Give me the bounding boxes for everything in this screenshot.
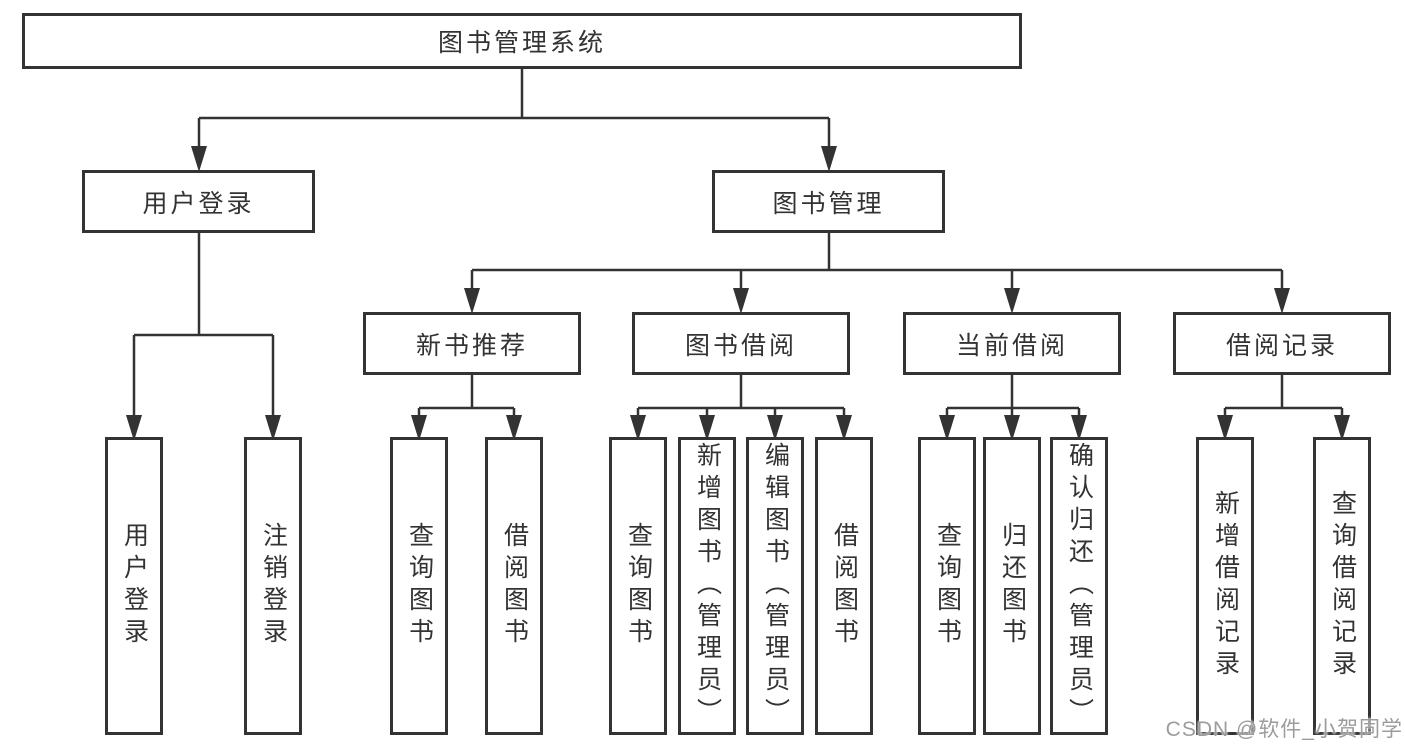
leaf-label: 新增图书（管理员） [693,442,722,730]
node-library-management-system: 图书管理系统 [22,13,1022,69]
leaf-user-login: 用户登录 [105,437,163,735]
leaf-query-borrow-record: 查询借阅记录 [1313,437,1371,735]
leaf-label: 查询借阅记录 [1328,490,1357,682]
leaf-edit-books-admin: 编辑图书（管理员） [746,437,804,735]
node-book-management: 图书管理 [712,170,945,233]
node-label: 图书管理系统 [437,29,606,57]
leaf-label: 借阅图书 [500,522,529,650]
node-label: 新书推荐 [415,331,528,360]
leaf-return-books: 归还图书 [983,437,1041,735]
leaf-logout: 注销登录 [244,437,302,735]
node-label: 当前借阅 [955,331,1068,360]
leaf-label: 查询图书 [933,522,962,650]
leaf-add-borrow-record: 新增借阅记录 [1196,437,1254,735]
leaf-label: 查询图书 [405,522,434,650]
leaf-confirm-return-admin: 确认归还（管理员） [1050,437,1108,735]
leaf-borrow-books: 借阅图书 [485,437,543,735]
leaf-query-books: 查询图书 [609,437,667,735]
csdn-watermark: CSDN @软件_小贺同学 [1165,718,1403,741]
leaf-borrow-books: 借阅图书 [815,437,873,735]
leaf-query-books: 查询图书 [918,437,976,735]
node-label: 图书管理 [772,189,885,218]
leaf-label: 用户登录 [120,522,149,650]
node-label: 借阅记录 [1225,331,1338,360]
leaf-label: 确认归还（管理员） [1065,442,1094,730]
node-label: 用户登录 [142,189,255,218]
leaf-label: 新增借阅记录 [1211,490,1240,682]
leaf-label: 查询图书 [624,522,653,650]
node-current-borrow: 当前借阅 [903,312,1121,375]
arrowheads [126,146,1350,441]
node-user-login: 用户登录 [82,170,315,233]
leaf-label: 归还图书 [998,522,1027,650]
leaf-query-books: 查询图书 [390,437,448,735]
node-label: 图书借阅 [684,331,797,360]
leaf-label: 注销登录 [259,522,288,650]
leaf-label: 编辑图书（管理员） [761,442,790,730]
node-borrow-records: 借阅记录 [1173,312,1391,375]
node-book-borrow: 图书借阅 [632,312,850,375]
leaf-add-books-admin: 新增图书（管理员） [678,437,736,735]
node-new-book-recommend: 新书推荐 [363,312,581,375]
leaf-label: 借阅图书 [830,522,859,650]
